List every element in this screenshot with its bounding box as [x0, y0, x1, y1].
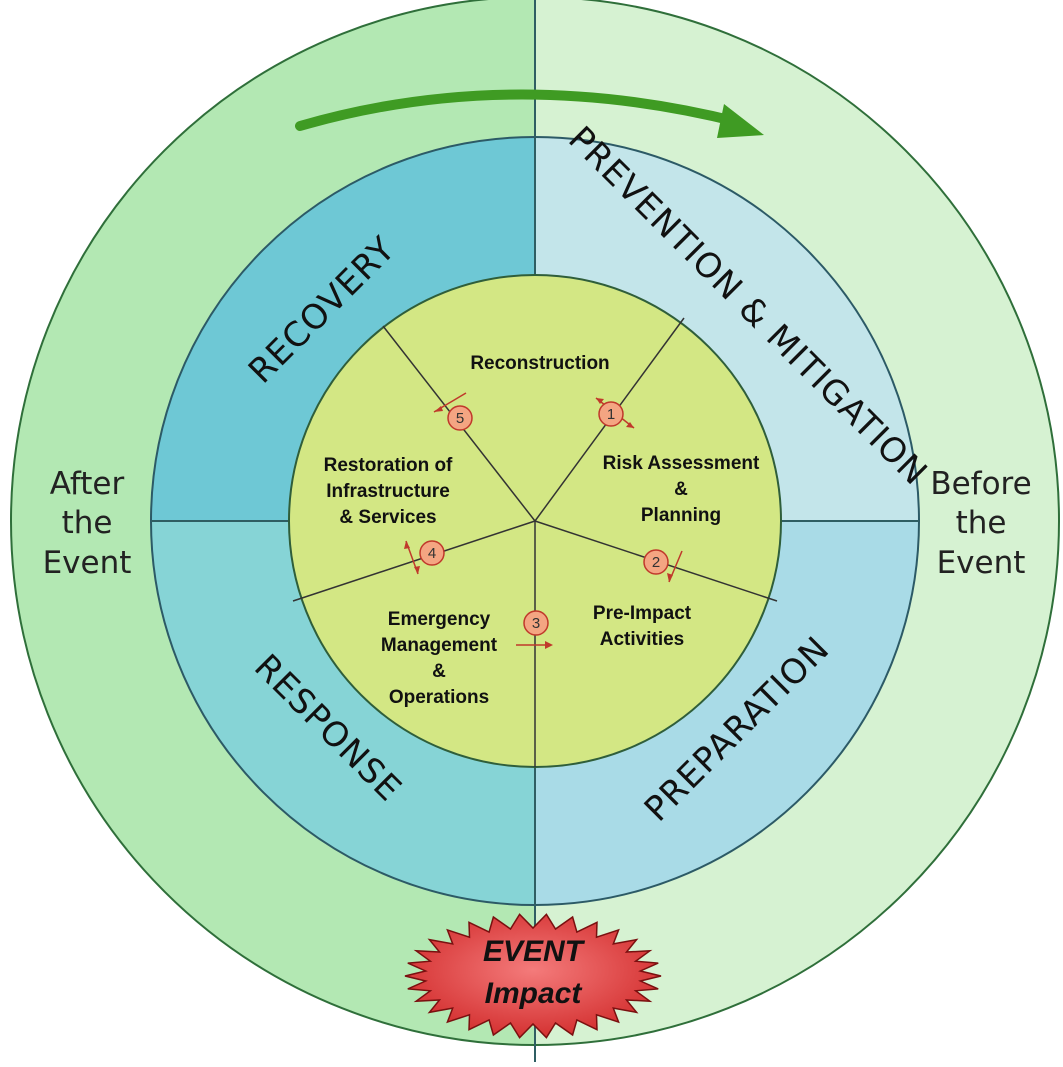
- activity-preimpact-line1: Pre-Impact: [593, 603, 692, 624]
- cycle-arrow-head: [717, 104, 764, 138]
- event-impact-burst: EVENT Impact: [404, 913, 662, 1039]
- step-1-arrowhead-b: [626, 422, 634, 428]
- step-2-number: 2: [652, 554, 660, 571]
- step-3-arrowhead: [545, 641, 553, 649]
- after-label-line1: After: [50, 466, 125, 502]
- activity-risk-line3: Planning: [641, 505, 721, 526]
- activity-emergency-line3: &: [432, 661, 446, 682]
- activity-restoration-line1: Restoration of: [324, 455, 453, 476]
- step-marker-2: 2: [643, 549, 683, 583]
- before-label-line3: Event: [937, 545, 1026, 581]
- before-label-line1: Before: [930, 466, 1031, 502]
- activity-emergency-line4: Operations: [389, 687, 489, 708]
- activity-restoration-line2: Infrastructure: [326, 481, 450, 502]
- activity-reconstruction: Reconstruction: [470, 353, 609, 374]
- cycle-arrow: [295, 89, 764, 138]
- activity-emergency-line2: Management: [381, 635, 498, 656]
- event-label-line2: Impact: [485, 977, 584, 1010]
- step-1-arrowhead-a: [596, 398, 604, 404]
- step-3-number: 3: [532, 615, 540, 632]
- step-5-arrowhead: [434, 406, 443, 412]
- step-3-badge: [523, 610, 549, 636]
- after-label-line2: the: [62, 505, 113, 541]
- event-label-line1: EVENT: [483, 935, 586, 968]
- event-burst-shape: [404, 913, 662, 1039]
- step-marker-1: 1: [595, 397, 635, 429]
- before-label-line2: the: [956, 505, 1007, 541]
- cycle-arrow-shaft: [295, 89, 743, 131]
- step-marker-4: 4: [404, 540, 445, 575]
- step-4-arrowhead-b: [414, 566, 420, 574]
- step-4-badge: [419, 540, 445, 566]
- activity-preimpact-line2: Activities: [600, 629, 684, 650]
- step-1-badge: [598, 401, 624, 427]
- step-4-arrowhead-a: [404, 541, 410, 549]
- activity-risk-line1: Risk Assessment: [603, 453, 760, 474]
- step-4-number: 4: [428, 545, 436, 562]
- step-2-arrowhead: [667, 573, 673, 582]
- step-marker-3: 3: [516, 610, 553, 649]
- activity-restoration-line3: & Services: [339, 507, 436, 528]
- step-5-badge: [447, 405, 473, 431]
- step-marker-5: 5: [433, 392, 473, 431]
- after-label-line3: Event: [43, 545, 132, 581]
- step-2-badge: [643, 549, 669, 575]
- step-1-number: 1: [607, 406, 615, 423]
- step-5-number: 5: [456, 410, 464, 427]
- activity-emergency-line1: Emergency: [388, 609, 491, 630]
- activity-risk-line2: &: [674, 479, 688, 500]
